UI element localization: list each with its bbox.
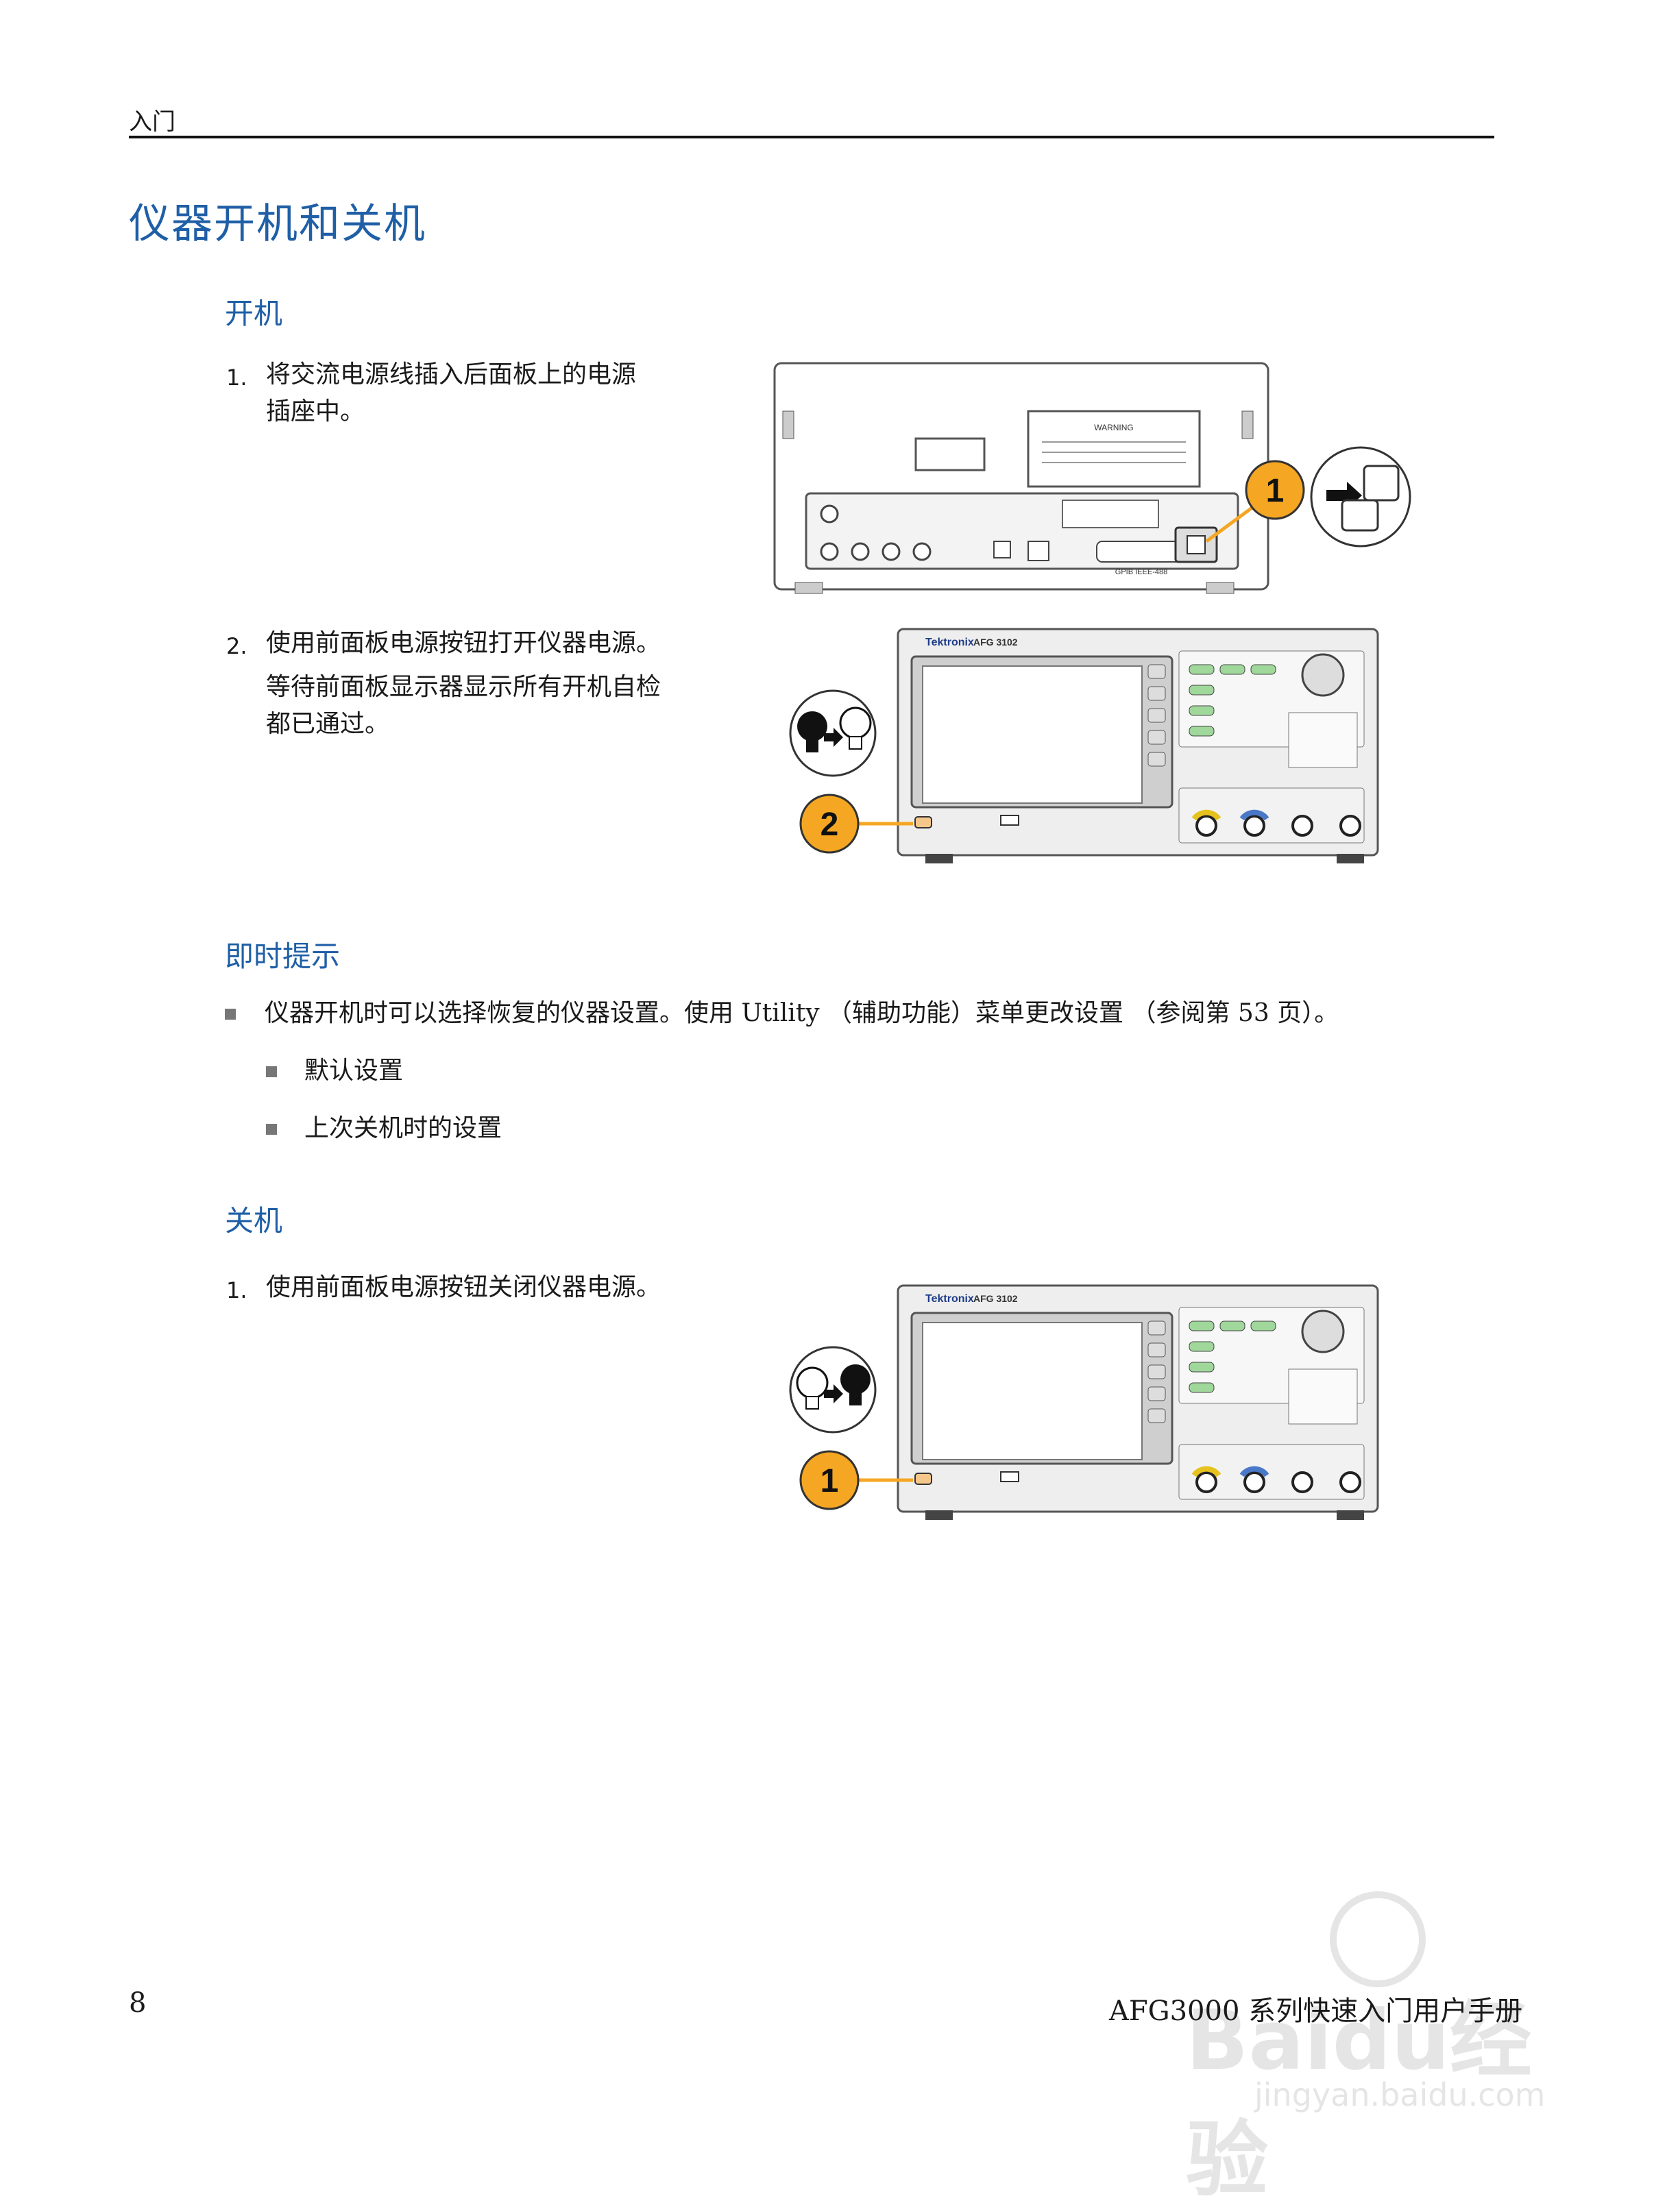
page-number: 8 [129,1987,147,2019]
sub-bullet: 默认设置 [266,1053,403,1090]
sub-bullet-text: 默认设置 [304,1057,404,1085]
step-text: 将交流电源线插入后面板上的电源 [266,360,637,389]
bullet-square-icon [266,1124,277,1135]
power-button[interactable] [914,816,932,828]
power-button[interactable] [914,1473,932,1485]
sub-bullet: 上次关机时的设置 [266,1110,502,1147]
step-text: 使用前面板电源按钮关闭仪器电源。 [266,1273,661,1301]
gpib-label: GPIB IEEE-488 [1115,568,1167,576]
page-title: 仪器开机和关机 [129,200,426,248]
paw-icon [1330,1891,1426,1987]
step-number: 1. [226,1277,247,1303]
watermark-text: Baidu经验 [1186,1993,1532,2208]
step-note: 都已通过。 [266,710,390,738]
bullet-square-icon [266,1066,277,1077]
running-header: 入门 [129,108,175,136]
step-text: 使用前面板电源按钮打开仪器电源。 [266,629,661,657]
rear-panel-figure: WARNING GPIB IEEE-488 1 [773,362,1411,594]
baidu-watermark: Baidu经验 jingyan.baidu.com [1172,1891,1577,2208]
sub-bullet-text: 上次关机时的设置 [304,1114,502,1142]
callout-number: 2 [820,807,839,843]
bulb-off-icon [797,711,827,741]
callout-number: 1 [820,1463,839,1499]
brand-label: Tektronix [925,1293,974,1305]
bulb-off-icon [840,1364,871,1394]
front-panel-power-off-figure: Tektronix AFG 3102 1 [789,1284,1379,1520]
bulb-on-icon [796,1366,829,1399]
watermark-url: jingyan.baidu.com [1254,2076,1546,2113]
power-on-step-2: 2. 使用前面板电源按钮打开仪器电源。 等待前面板显示器显示所有开机自检 都已通… [226,625,733,743]
step-text: 插座中。 [266,397,365,426]
step-note: 等待前面板显示器显示所有开机自检 [266,673,661,701]
header-rule [129,136,1494,138]
section-heading-tips: 即时提示 [225,939,341,973]
tip-bullet: 仪器开机时可以选择恢复的仪器设置。使用 Utility （辅助功能）菜单更改设置… [225,995,1500,1032]
arrow-right-icon [824,1384,843,1403]
section-heading-power-off: 关机 [225,1204,283,1238]
callout-badge [799,1450,860,1510]
arrow-right-icon [824,728,843,747]
footer-doc-title: AFG3000 系列快速入门用户手册 [1109,1995,1523,2027]
power-off-step-1: 1. 使用前面板电源按钮关闭仪器电源。 [226,1269,733,1306]
rear-warning-label: WARNING [1094,423,1134,432]
step-number: 1. [226,365,247,391]
callout-badge [1245,460,1305,520]
power-on-step-1: 1. 将交流电源线插入后面板上的电源 插座中。 [226,356,706,430]
model-label: AFG 3102 [973,637,1018,648]
bulb-on-icon [839,706,872,739]
bullet-square-icon [225,1009,236,1020]
tip-text: 仪器开机时可以选择恢复的仪器设置。使用 Utility （辅助功能）菜单更改设置… [265,999,1339,1027]
section-heading-power-on: 开机 [225,297,283,330]
model-label: AFG 3102 [973,1293,1018,1304]
callout-number: 1 [1266,473,1285,509]
step-number: 2. [226,633,247,659]
front-panel-power-on-figure: Tektronix AFG 3102 2 [789,628,1379,863]
brand-label: Tektronix [925,637,974,648]
callout-badge [799,794,860,854]
